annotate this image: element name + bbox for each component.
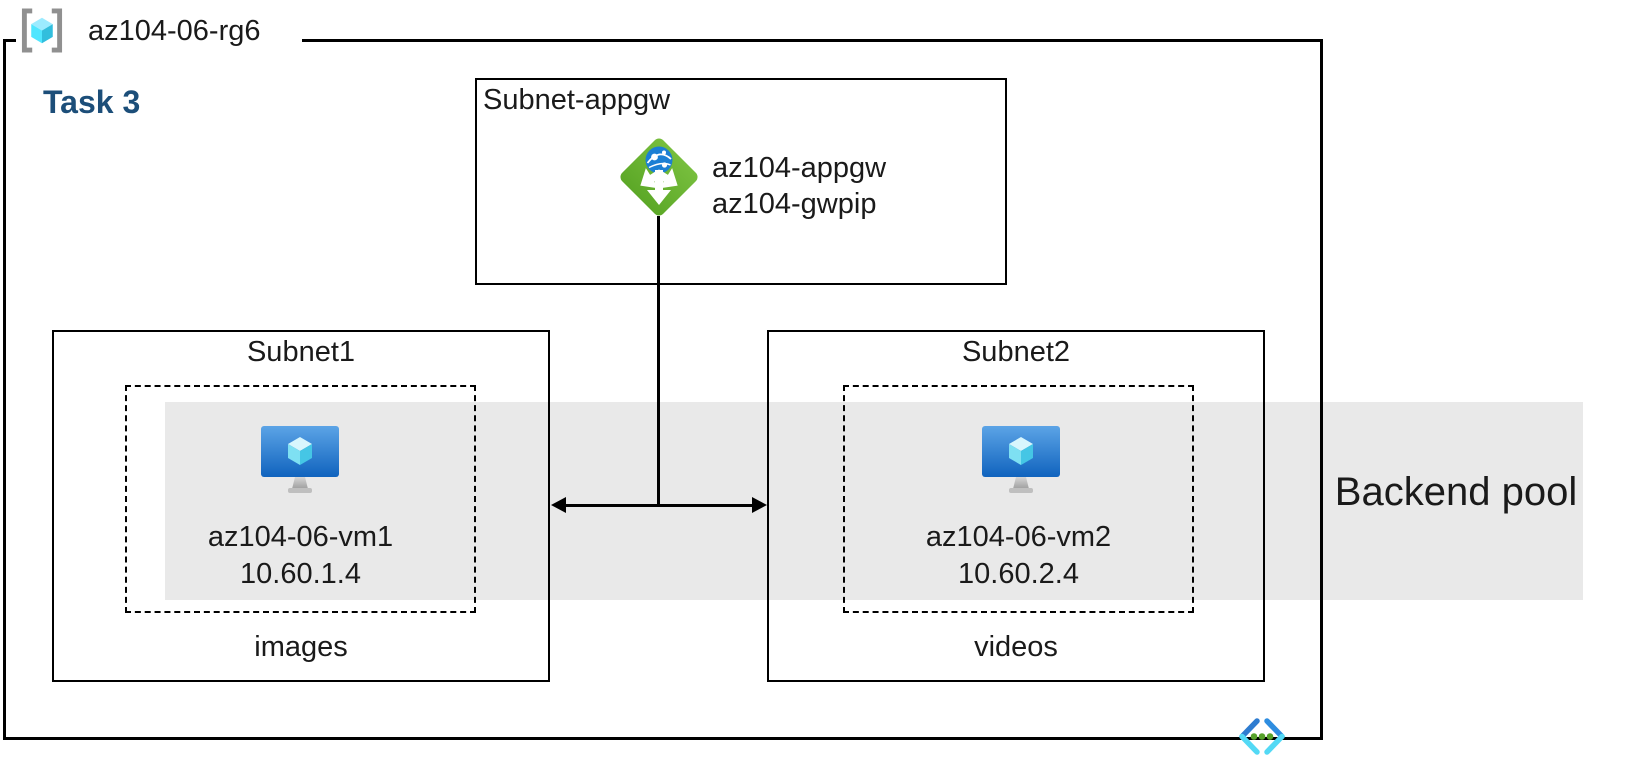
- backend-pool-label: Backend pool: [1334, 469, 1578, 514]
- subnet1-storage-label: images: [254, 631, 348, 663]
- arrowhead-right-icon: [752, 497, 767, 513]
- appgw-subnet-title: Subnet-appgw: [483, 84, 671, 116]
- vm2-ip-label: 10.60.2.4: [958, 558, 1079, 590]
- backend-arrow-line: [558, 504, 760, 507]
- appgw-labels: az104-appgw az104-gwpip: [712, 150, 886, 222]
- subnet2-title: Subnet2: [961, 336, 1071, 368]
- task-label: Task 3: [43, 84, 141, 120]
- vm2-name-label: az104-06-vm2: [925, 521, 1112, 553]
- subnet2-storage-label: videos: [974, 631, 1058, 663]
- subnet1-title: Subnet1: [246, 336, 356, 368]
- virtual-machine-icon: [982, 426, 1060, 502]
- subnet2-box: [767, 330, 1265, 682]
- application-gateway-icon: [616, 134, 702, 220]
- virtual-network-icon: [1237, 718, 1287, 755]
- virtual-machine-icon: [261, 426, 339, 502]
- vm1-name-label: az104-06-vm1: [207, 521, 394, 553]
- vm1-labels: az104-06-vm1 10.60.1.4: [125, 519, 476, 593]
- backend-pool-band: [165, 402, 1583, 600]
- resource-group-border-gap: [16, 35, 302, 47]
- appgw-subnet-box: [475, 78, 1007, 285]
- subnet2-backend-dashed-box: [843, 385, 1194, 613]
- resource-group-icon: [19, 8, 65, 53]
- appgw-name-label: az104-appgw: [712, 152, 887, 184]
- vm1-ip-label: 10.60.1.4: [240, 558, 361, 590]
- appgw-public-ip-label: az104-gwpip: [712, 188, 877, 220]
- arrowhead-left-icon: [551, 497, 566, 513]
- resource-group-label: az104-06-rg6: [88, 15, 261, 47]
- appgw-connector-line: [657, 216, 660, 506]
- subnet1-backend-dashed-box: [125, 385, 476, 613]
- resource-group-box: [3, 39, 1323, 740]
- subnet1-box: [52, 330, 550, 682]
- vm2-labels: az104-06-vm2 10.60.2.4: [843, 519, 1194, 593]
